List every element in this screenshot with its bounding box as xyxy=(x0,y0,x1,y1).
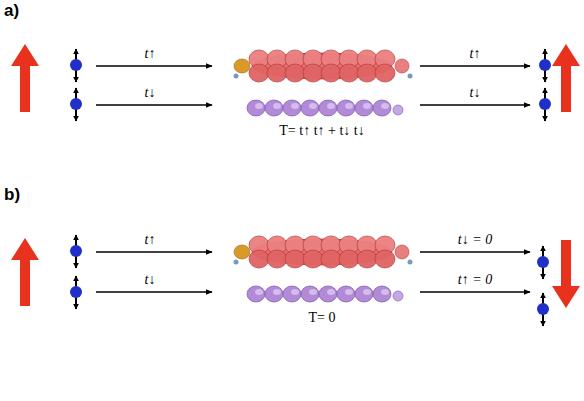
orbital-lobe xyxy=(283,100,301,116)
hopping-label: t↓ xyxy=(470,86,481,100)
orbital-lobe xyxy=(319,100,337,116)
magnet-arrow xyxy=(11,44,39,112)
orbital-lobe xyxy=(373,286,391,302)
orbital-lobe xyxy=(321,250,341,268)
orbital-lobe xyxy=(355,100,373,116)
orbital-lobe xyxy=(395,245,409,259)
orbital-lobe xyxy=(395,59,409,73)
magnet-arrow xyxy=(552,44,580,112)
panel-letter: a) xyxy=(4,2,19,19)
hopping-label: t↑ xyxy=(145,47,156,61)
orbital-lobe xyxy=(373,100,391,116)
orbital-highlight xyxy=(309,103,317,109)
orbital-lobe xyxy=(393,291,403,301)
orbital-lobe xyxy=(283,286,301,302)
orbital-lobe xyxy=(301,286,319,302)
spin-site xyxy=(70,235,549,326)
orbital-lobe xyxy=(337,100,355,116)
orbital-lobe xyxy=(321,64,341,82)
orbital-lobe xyxy=(303,250,323,268)
orbital-lobe xyxy=(267,64,287,82)
hopping-label: t↓ = 0 xyxy=(458,233,492,247)
orbital-lobe xyxy=(375,64,395,82)
hopping-label: t↓ xyxy=(145,86,156,100)
orbital-lobe xyxy=(303,64,323,82)
spin-up-orbital xyxy=(234,236,413,268)
hopping-label: t↓ xyxy=(145,273,156,287)
orbital-lobe xyxy=(285,250,305,268)
orbital-lobe xyxy=(265,100,283,116)
orbital-lobe xyxy=(247,286,265,302)
orbital-highlight xyxy=(291,103,299,109)
hopping-label: t↑ xyxy=(145,233,156,247)
orbital-highlight xyxy=(363,103,371,109)
magnet-arrow xyxy=(552,240,580,308)
orbital-lobe xyxy=(357,64,377,82)
orbital-highlight xyxy=(255,289,263,295)
spin-up-orbital xyxy=(234,50,413,82)
hopping-label: t↑ xyxy=(470,47,481,61)
orbital-highlight xyxy=(381,289,389,295)
hopping-label: t↑ = 0 xyxy=(458,273,492,287)
panel-letter: b) xyxy=(4,186,20,203)
orbital-highlight xyxy=(381,103,389,109)
atom xyxy=(408,260,413,265)
spin-down-orbital xyxy=(247,100,403,116)
transmission-formula: T= 0 xyxy=(309,311,336,325)
orbital-highlight xyxy=(345,289,353,295)
end-atom xyxy=(234,59,250,73)
orbital-lobe xyxy=(339,64,359,82)
orbital-highlight xyxy=(327,289,335,295)
orbital-lobe xyxy=(319,286,337,302)
orbital-highlight xyxy=(327,103,335,109)
orbital-highlight xyxy=(291,289,299,295)
orbital-lobe xyxy=(249,250,269,268)
orbital-lobe xyxy=(337,286,355,302)
end-atom xyxy=(234,245,250,259)
orbital-highlight xyxy=(273,289,281,295)
panel-b xyxy=(11,235,580,326)
orbital-highlight xyxy=(273,103,281,109)
orbital-lobe xyxy=(249,64,269,82)
orbital-lobe xyxy=(375,250,395,268)
orbital-lobe xyxy=(357,250,377,268)
spin-down-orbital xyxy=(247,286,403,302)
magnet-arrow xyxy=(11,238,39,306)
orbital-lobe xyxy=(339,250,359,268)
orbital-highlight xyxy=(309,289,317,295)
transmission-formula: T= t↑ t↑ + t↓ t↓ xyxy=(279,124,364,138)
orbital-lobe xyxy=(247,100,265,116)
atom xyxy=(408,74,413,79)
orbital-lobe xyxy=(301,100,319,116)
orbital-highlight xyxy=(363,289,371,295)
orbital-lobe xyxy=(285,64,305,82)
orbital-highlight xyxy=(345,103,353,109)
atom xyxy=(234,260,239,265)
orbital-highlight xyxy=(255,103,263,109)
orbital-lobe xyxy=(265,286,283,302)
atom xyxy=(234,74,239,79)
orbital-lobe xyxy=(393,105,403,115)
panel-a xyxy=(11,44,580,121)
orbital-lobe xyxy=(355,286,373,302)
orbital-lobe xyxy=(267,250,287,268)
